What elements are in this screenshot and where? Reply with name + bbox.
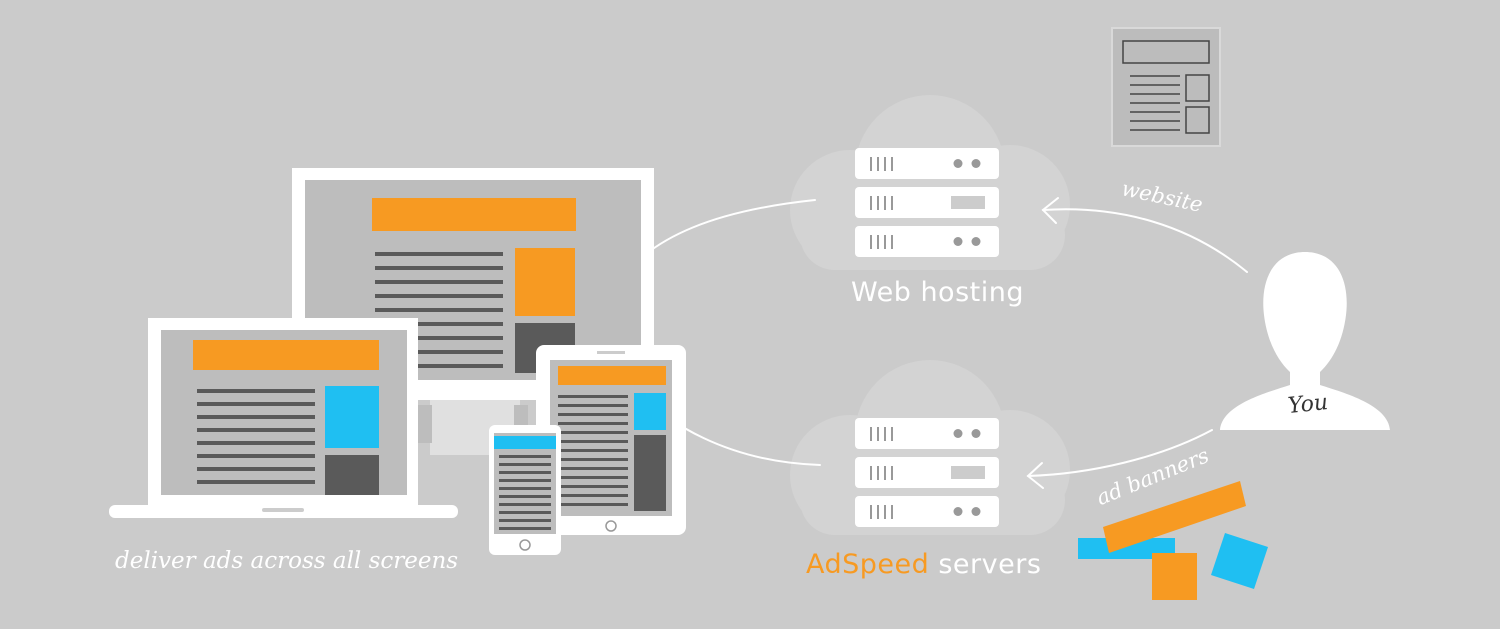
tablet-icon	[536, 345, 686, 535]
arrow-icon	[1026, 429, 1213, 489]
phone-icon	[489, 425, 561, 555]
adspeed-servers-suffix: servers	[929, 549, 1042, 580]
adspeed-servers-label: AdSpeed servers	[806, 549, 1041, 580]
server-icon	[854, 417, 1000, 528]
web-hosting-label: Web hosting	[851, 277, 1024, 308]
user-icon	[1220, 252, 1390, 430]
server-icon	[854, 147, 1000, 258]
webpage-icon	[1111, 27, 1221, 147]
you-label: You	[1286, 389, 1330, 420]
laptop-icon	[109, 318, 458, 518]
ad-banner-icon	[1078, 481, 1268, 600]
arrow-icon	[1041, 197, 1248, 273]
deliver-ads-caption: deliver ads across all screens	[115, 548, 459, 574]
adspeed-brand-label: AdSpeed	[806, 549, 930, 580]
